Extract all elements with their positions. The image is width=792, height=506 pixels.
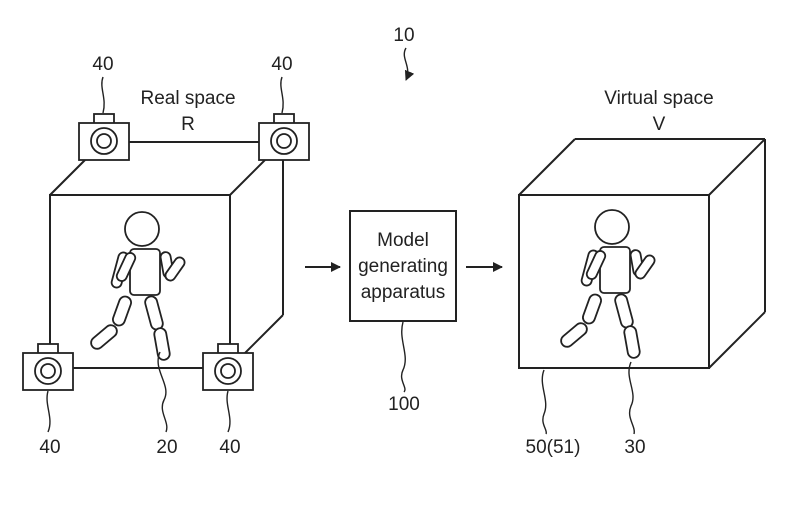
ref-apparatus-label: 100 <box>388 394 420 415</box>
camera-bottom-left <box>23 344 73 390</box>
leader-model <box>629 362 634 434</box>
ref-model-label: 30 <box>624 437 645 458</box>
leader-camera-top-left <box>102 77 104 113</box>
subject-figure <box>89 212 187 361</box>
leader-virtual-space <box>542 370 546 434</box>
virtual-space-letter: V <box>653 114 666 135</box>
leader-camera-top-right <box>281 77 283 113</box>
apparatus-label-line3: apparatus <box>361 282 446 303</box>
camera-top-left <box>79 114 129 160</box>
virtual-space-cube <box>519 139 765 368</box>
leader-subject <box>158 352 167 432</box>
real-space-letter: R <box>181 114 195 135</box>
ref-camera-top-right: 40 <box>271 54 292 75</box>
leader-camera-bottom-left <box>47 391 50 432</box>
leader-camera-bottom-right <box>227 391 230 432</box>
apparatus-label-line2: generating <box>358 256 448 277</box>
camera-top-right <box>259 114 309 160</box>
apparatus-label-line1: Model <box>377 230 429 251</box>
model-figure <box>559 210 657 359</box>
virtual-space-label: Virtual space <box>604 88 714 109</box>
ref-camera-bottom-right: 40 <box>219 437 240 458</box>
ref-camera-bottom-left: 40 <box>39 437 60 458</box>
ref-system-leader <box>404 48 407 80</box>
leader-apparatus <box>402 322 406 392</box>
ref-camera-top-left: 40 <box>92 54 113 75</box>
ref-system-label: 10 <box>393 25 414 46</box>
ref-subject-label: 20 <box>156 437 177 458</box>
camera-bottom-right <box>203 344 253 390</box>
ref-virtual-space-label: 50(51) <box>526 437 581 458</box>
real-space-label: Real space <box>140 88 235 109</box>
